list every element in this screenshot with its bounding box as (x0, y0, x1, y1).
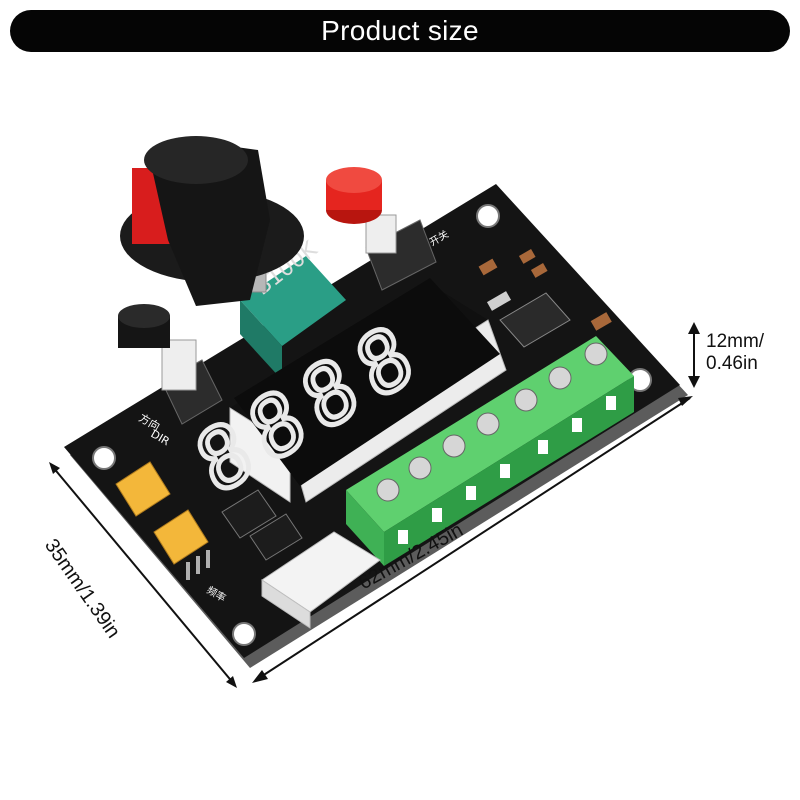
power-button-cap-top (326, 167, 382, 193)
potentiometer-body (240, 256, 346, 346)
terminal-opening (538, 440, 548, 454)
ic-chip (249, 513, 303, 561)
terminal-openings (398, 396, 616, 544)
depth-arrow-bottom (226, 676, 237, 688)
potentiometer-front (240, 300, 282, 380)
smd-component (530, 263, 548, 278)
terminal-screw (376, 478, 400, 502)
header-pins (186, 550, 210, 580)
header-pin (196, 556, 200, 574)
header-pin (206, 550, 210, 568)
terminal-opening (466, 486, 476, 500)
power-switch-stem (365, 214, 397, 254)
mounting-hole (232, 622, 256, 646)
direction-button-top (118, 304, 170, 328)
depth-dimension-line (51, 465, 235, 685)
title-bar: Product size (10, 10, 790, 52)
jumper-yellow (115, 461, 171, 517)
smd-component (590, 312, 612, 331)
power-switch-body (365, 219, 437, 291)
width-dimension-line (255, 397, 691, 681)
width-arrow-left (252, 670, 268, 683)
terminal-opening (398, 530, 408, 544)
knob-grip (150, 142, 270, 306)
knob-top (144, 136, 248, 184)
ic-chip (221, 489, 277, 539)
terminal-opening (500, 464, 510, 478)
smd-component (518, 249, 536, 264)
regulator-chip (499, 292, 571, 348)
mounting-hole (92, 446, 116, 470)
terminal-screws (376, 342, 608, 502)
height-arrow-bottom (688, 376, 700, 388)
height-label-in: 0.46in (706, 353, 758, 374)
mounting-hole (476, 204, 500, 228)
smd-component (478, 258, 498, 276)
height-label-mm: 12mm/ (706, 331, 765, 352)
terminal-screw (548, 366, 572, 390)
terminal-opening (606, 396, 616, 410)
terminal-screw (408, 456, 432, 480)
display-window (234, 278, 500, 486)
terminal-screw (476, 412, 500, 436)
white-connector-front (261, 579, 311, 629)
terminal-screw (514, 388, 538, 412)
page-title: Product size (321, 15, 479, 46)
width-arrow-right (678, 396, 693, 406)
terminal-opening (572, 418, 582, 432)
terminal-block-side (346, 490, 384, 566)
header-pin (186, 562, 190, 580)
terminal-screw (442, 434, 466, 458)
depth-arrow-top (49, 462, 60, 474)
height-arrow-top (688, 322, 700, 334)
terminal-opening (432, 508, 442, 522)
terminal-screw (584, 342, 608, 366)
direction-switch-stem (161, 339, 197, 391)
height-label: 12mm/ 0.46in (706, 331, 764, 375)
smd-component (486, 291, 512, 311)
jumper-yellow (153, 509, 209, 565)
